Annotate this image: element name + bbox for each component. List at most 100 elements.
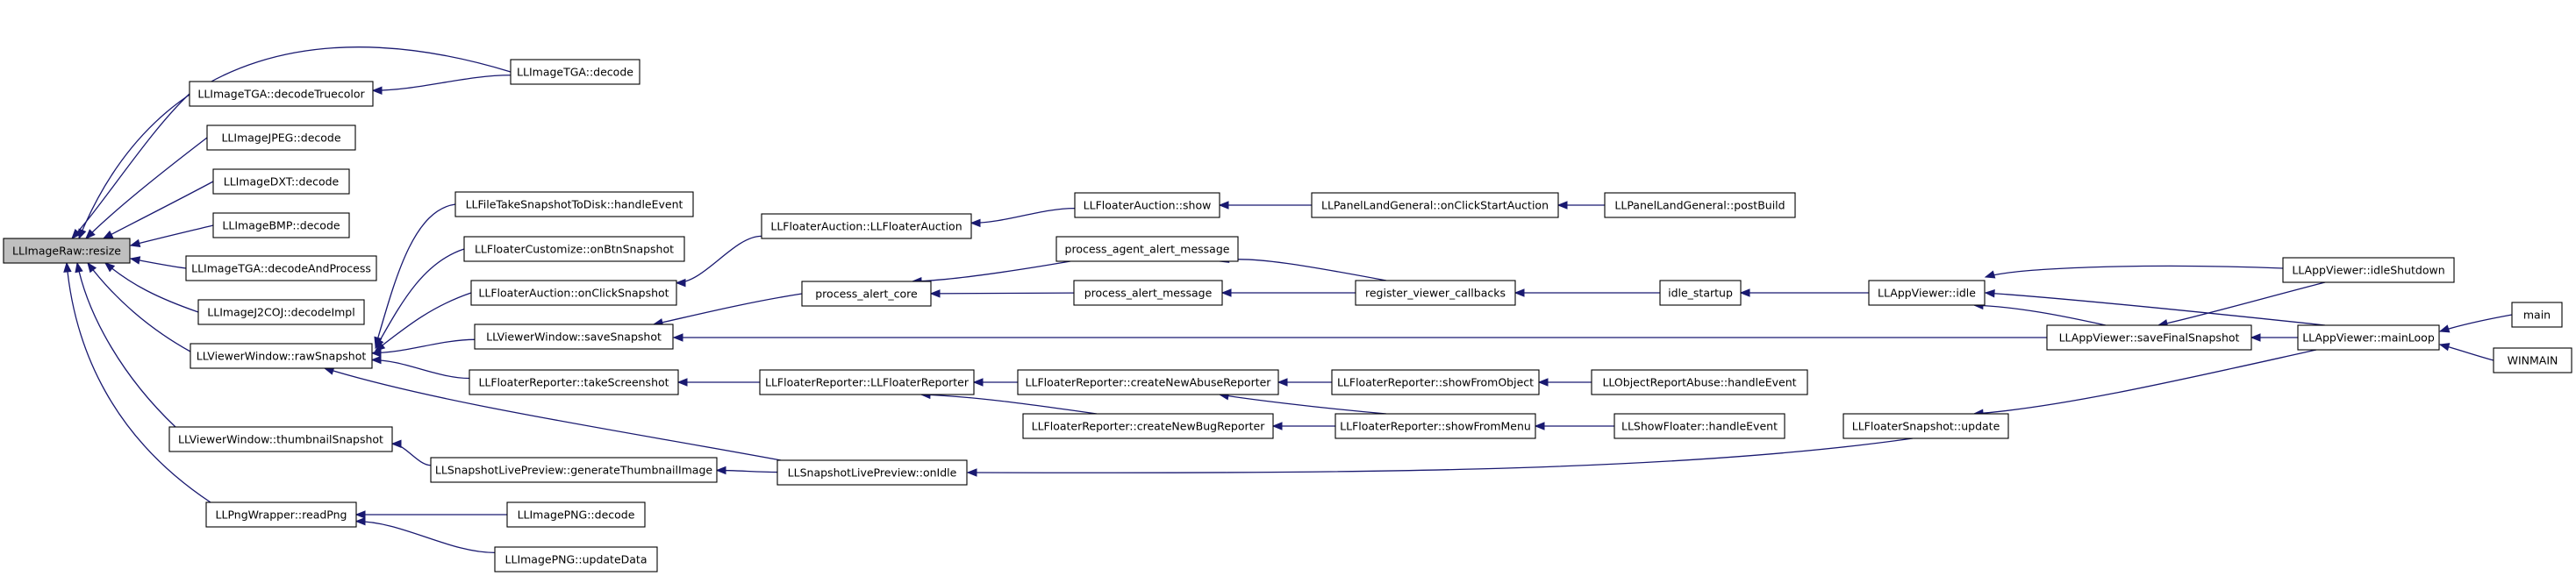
node-label: LLObjectReportAbuse::handleEvent [1602,376,1796,389]
node-box [1311,192,1559,218]
node-agent-alert[interactable]: process_agent_alert_message [1055,236,1239,262]
node-jpeg-decode[interactable]: LLImageJPEG::decode [206,124,356,151]
node-box [1331,369,1540,395]
node-box [1843,413,2009,439]
node-gen-thumb[interactable]: LLSnapshotLivePreview::generateThumbnail… [430,457,718,483]
node-label: process_alert_message [1084,287,1213,300]
arrowhead [1984,270,1996,279]
arrowhead [966,468,977,477]
node-dxt-decode[interactable]: LLImageDXT::decode [212,168,350,195]
call-edge [374,203,456,348]
node-png-readpng[interactable]: LLPngWrapper::readPng [205,501,357,528]
node-customize-btn[interactable]: LLFloaterCustomize::onBtnSnapshot [463,236,685,262]
call-edge [71,93,190,239]
node-resize[interactable]: LLImageRaw::resize [3,238,131,264]
node-idle-startup[interactable]: idle_startup [1659,280,1742,306]
arrowhead [104,262,116,273]
node-box [1017,369,1279,395]
node-show-menu[interactable]: LLFloaterReporter::showFromMenu [1335,413,1536,439]
call-edge [1534,422,1614,430]
node-box [1614,413,1785,439]
node-land-postbuild[interactable]: LLPanelLandGeneral::postBuild [1604,192,1796,218]
arrowhead [354,516,366,526]
node-show-floater[interactable]: LLShowFloater::handleEvent [1614,413,1785,439]
arrowhead [972,378,984,387]
node-auction-show[interactable]: LLFloaterAuction::show [1074,192,1220,218]
node-floater-snap-update[interactable]: LLFloaterSnapshot::update [1843,413,2009,439]
call-edge [85,137,208,239]
node-main-loop[interactable]: LLAppViewer::mainLoop [2297,324,2440,351]
node-box [510,59,640,85]
node-live-onidle[interactable]: LLSnapshotLivePreview::onIdle [776,459,968,486]
node-alert-msg[interactable]: process_alert_message [1073,280,1223,306]
node-report-abuse[interactable]: LLObjectReportAbuse::handleEvent [1591,369,1808,395]
node-box [1073,280,1223,306]
node-label: LLFloaterAuction::LLFloaterAuction [770,220,962,233]
arrowhead [1218,201,1229,210]
call-edge [87,261,191,352]
node-show-obj[interactable]: LLFloaterReporter::showFromObject [1331,369,1540,395]
node-box [801,281,932,307]
node-label: LLViewerWindow::thumbnailSnapshot [178,433,383,446]
node-label: LLImageJPEG::decode [221,132,340,145]
arrowhead [1984,288,1995,298]
node-file-take[interactable]: LLFileTakeSnapshotToDisk::handleEvent [454,191,694,217]
node-box [3,238,131,264]
node-box [1868,280,1986,306]
call-edge [129,224,214,247]
node-new-bug[interactable]: LLFloaterReporter::createNewBugReporter [1022,413,1274,439]
call-edge [375,248,465,350]
node-alert-core[interactable]: process_alert_core [801,281,932,307]
node-label: LLFloaterCustomize::onBtnSnapshot [475,243,674,256]
node-save-snapshot[interactable]: LLViewerWindow::saveSnapshot [474,324,674,350]
node-main[interactable]: main [2511,302,2563,328]
node-save-final[interactable]: LLAppViewer::saveFinalSnapshot [2046,324,2252,351]
node-box [506,501,646,528]
node-label: LLAppViewer::saveFinalSnapshot [2059,331,2240,345]
call-edge [354,516,496,553]
node-box [185,255,377,281]
node-tga-decode[interactable]: LLImageTGA::decode [510,59,640,85]
arrowhead [129,256,141,265]
node-label: LLAppViewer::idle [1878,287,1976,300]
arrowhead [1556,201,1568,210]
node-png-update[interactable]: LLImagePNG::updateData [494,546,658,572]
node-label: LLViewerWindow::saveSnapshot [486,331,662,344]
node-app-idle[interactable]: LLAppViewer::idle [1868,280,1986,306]
node-reporter-ctor[interactable]: LLFloaterReporter::LLFloaterReporter [759,369,975,395]
call-edge [390,439,432,466]
arrowhead [675,278,686,288]
node-j2c-decodeimpl[interactable]: LLImageJ2COJ::decodeImpl [197,299,365,325]
node-new-abuse[interactable]: LLFloaterReporter::createNewAbuseReporte… [1017,369,1279,395]
node-label: LLImageBMP::decode [222,219,340,232]
call-edge [2438,314,2513,333]
node-box [197,299,365,325]
call-graph-nodes: LLImageRaw::resize LLImageTGA::decodeLLIm… [3,59,2572,572]
node-label: LLViewerWindow::rawSnapshot [197,350,367,363]
arrowhead [129,238,141,247]
node-auction-ctor[interactable]: LLFloaterAuction::LLFloaterAuction [761,213,972,239]
arrowhead [1220,288,1232,297]
arrowhead [2438,343,2451,352]
call-edge [2157,281,2326,328]
node-label: LLAppViewer::mainLoop [2302,331,2435,345]
call-edge [104,262,199,313]
node-bmp-decode[interactable]: LLImageBMP::decode [212,212,350,238]
node-idle-shutdown[interactable]: LLAppViewer::idleShutdown [2282,257,2455,283]
node-auction-click[interactable]: LLFloaterAuction::onClickSnapshot [470,280,677,306]
node-label: LLShowFloater::handleEvent [1621,420,1778,433]
node-label: LLPngWrapper::readPng [216,508,347,522]
call-edge [1972,301,2107,326]
node-winmain[interactable]: WINMAIN [2493,347,2572,373]
node-reporter-take[interactable]: LLFloaterReporter::takeScreenshot [469,369,679,395]
call-edge [1739,288,1869,297]
node-tga-decodeproc[interactable]: LLImageTGA::decodeAndProcess [185,255,377,281]
node-register-cb[interactable]: register_viewer_callbacks [1355,280,1516,306]
node-raw-snapshot[interactable]: LLViewerWindow::rawSnapshot [190,343,373,369]
node-box [430,457,718,483]
call-edge [966,437,1914,477]
node-thumb-snapshot[interactable]: LLViewerWindow::thumbnailSnapshot [168,426,393,452]
node-land-auction[interactable]: LLPanelLandGeneral::onClickStartAuction [1311,192,1559,218]
node-png-decode[interactable]: LLImagePNG::decode [506,501,646,528]
node-tga-truecolor[interactable]: LLImageTGA::decodeTruecolor [189,81,374,107]
